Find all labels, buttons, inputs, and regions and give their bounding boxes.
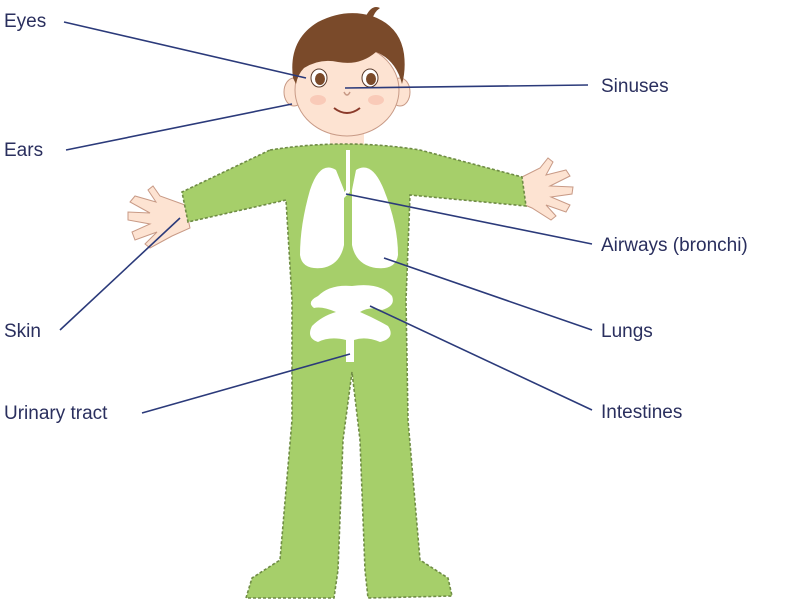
ears-leader-line (66, 104, 292, 150)
intestines-label: Intestines (601, 402, 682, 423)
right-cheek (368, 95, 384, 105)
urinary-tract-label: Urinary tract (4, 403, 108, 424)
sinuses-label: Sinuses (601, 76, 669, 97)
skin-label: Skin (4, 321, 41, 342)
airways-label: Airways (bronchi) (601, 235, 748, 256)
left-hand (128, 186, 190, 248)
urinary-tract-shape (346, 350, 354, 362)
left-pupil (315, 73, 325, 85)
head (284, 7, 410, 136)
lungs-label: Lungs (601, 321, 653, 342)
right-hand (518, 158, 573, 220)
body-figure (128, 130, 573, 598)
eyes-label: Eyes (4, 11, 46, 32)
lungs-leader-line (384, 258, 592, 330)
right-pupil (366, 73, 376, 85)
ears-label: Ears (4, 140, 43, 161)
skin-leader-line (60, 218, 180, 330)
left-cheek (310, 95, 326, 105)
eyes-leader-line (64, 22, 306, 78)
